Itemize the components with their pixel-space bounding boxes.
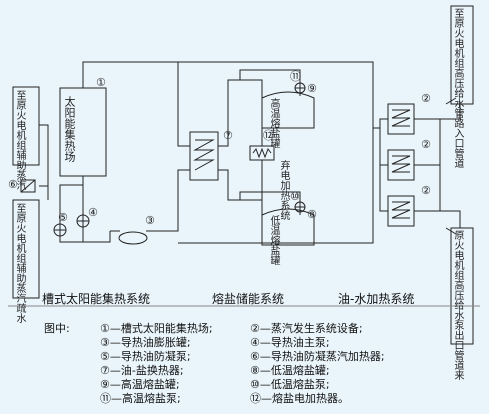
hp-outlet-box — [450, 227, 474, 345]
hp-inlet-box — [450, 5, 474, 105]
num-3: ③ — [145, 214, 155, 227]
from-hp-outlet-line — [440, 210, 461, 228]
legend-item-7: ⑦—油-盐换热器; — [100, 364, 184, 377]
aux-steam-box — [12, 86, 40, 166]
oil-return-line — [59, 176, 84, 243]
legend-item-10: ⑩—低温熔盐泵; — [250, 378, 330, 391]
num-12: ⑫ — [263, 129, 274, 142]
num-2a: ② — [421, 92, 431, 105]
num-9: ⑨ — [307, 82, 317, 95]
legend-title: 图中: — [44, 322, 70, 335]
top-main-line — [178, 61, 374, 128]
num-4: ④ — [88, 206, 98, 219]
return-water-box — [12, 199, 40, 299]
num-7: ⑦ — [223, 129, 233, 142]
num-10: ⑩ — [290, 190, 300, 203]
num-6: ⑥ — [8, 178, 18, 191]
section-trough: 槽式太阳能集热系统 — [42, 292, 151, 306]
hot-tank-label: 高温熔盐罐 — [268, 98, 279, 148]
num-5: ⑤ — [58, 211, 68, 224]
bottom-main-line — [178, 190, 374, 244]
section-storage: 熔盐储能系统 — [212, 292, 285, 306]
heater-coil — [252, 147, 272, 159]
sg-unit-3 — [387, 195, 415, 227]
sg-unit-1 — [387, 103, 415, 135]
solar-field-label: 太阳能集热场 — [63, 96, 76, 162]
hot-salt-line — [218, 79, 263, 147]
legend-item-12: ⑫—熔盐电加热器。 — [250, 392, 349, 405]
oil-to-hx-line — [146, 169, 190, 232]
to-hp-inlet-line — [440, 104, 461, 120]
oil-supply-line — [82, 61, 190, 147]
pump-line — [60, 231, 111, 243]
sg-unit-2 — [387, 149, 415, 181]
legend-item-6: ⑥—导热油防凝蒸汽加热器; — [250, 350, 385, 363]
legend-item-2: ②—蒸汽发生系统设备; — [250, 322, 363, 335]
cold-salt-line — [218, 169, 263, 215]
aux-steam-label: 至原火电机组辅助蒸汽 — [14, 90, 25, 190]
legend-item-4: ④—导热油主泵; — [250, 336, 330, 349]
cold-salt-tank — [261, 208, 315, 246]
cold-pump-line — [239, 191, 301, 215]
legend-item-9: ⑨—高温熔盐罐; — [100, 378, 180, 391]
legend-item-3: ③—导热油膨胀罐; — [100, 336, 191, 349]
hx-coil — [193, 139, 215, 171]
legend-item-8: ⑧—低温熔盐罐; — [250, 364, 330, 377]
hp-outlet-label: 原火电机组高压给水泵出口管道来 — [452, 230, 463, 380]
expansion-tank — [118, 231, 148, 245]
legend-item-11: ⑪—高温熔盐泵; — [100, 392, 181, 405]
electric-system-label: 弃电加热系统 — [278, 160, 289, 220]
steam-heater-6 — [20, 179, 36, 193]
num-8: ⑧ — [307, 208, 317, 221]
section-water: 油-水加热系统 — [338, 292, 415, 306]
legend-item-1: ①—槽式太阳能集热场; — [100, 322, 213, 335]
hp-inlet-label: 至原火电机组高压给水管路入口管道 — [452, 8, 463, 168]
num-2b: ② — [421, 138, 431, 151]
oil-salt-hx — [189, 131, 219, 181]
num-1: ① — [96, 76, 106, 89]
num-2c: ② — [421, 184, 431, 197]
return-water-label: 至原火电机组辅助蒸汽疏水 — [14, 203, 25, 323]
num-11: ⑪ — [290, 70, 301, 83]
cold-tank-label: 低温熔盐罐 — [268, 215, 279, 265]
aux-steam-line — [39, 124, 49, 200]
legend-item-5: ⑤—导热油防凝泵; — [100, 350, 191, 363]
